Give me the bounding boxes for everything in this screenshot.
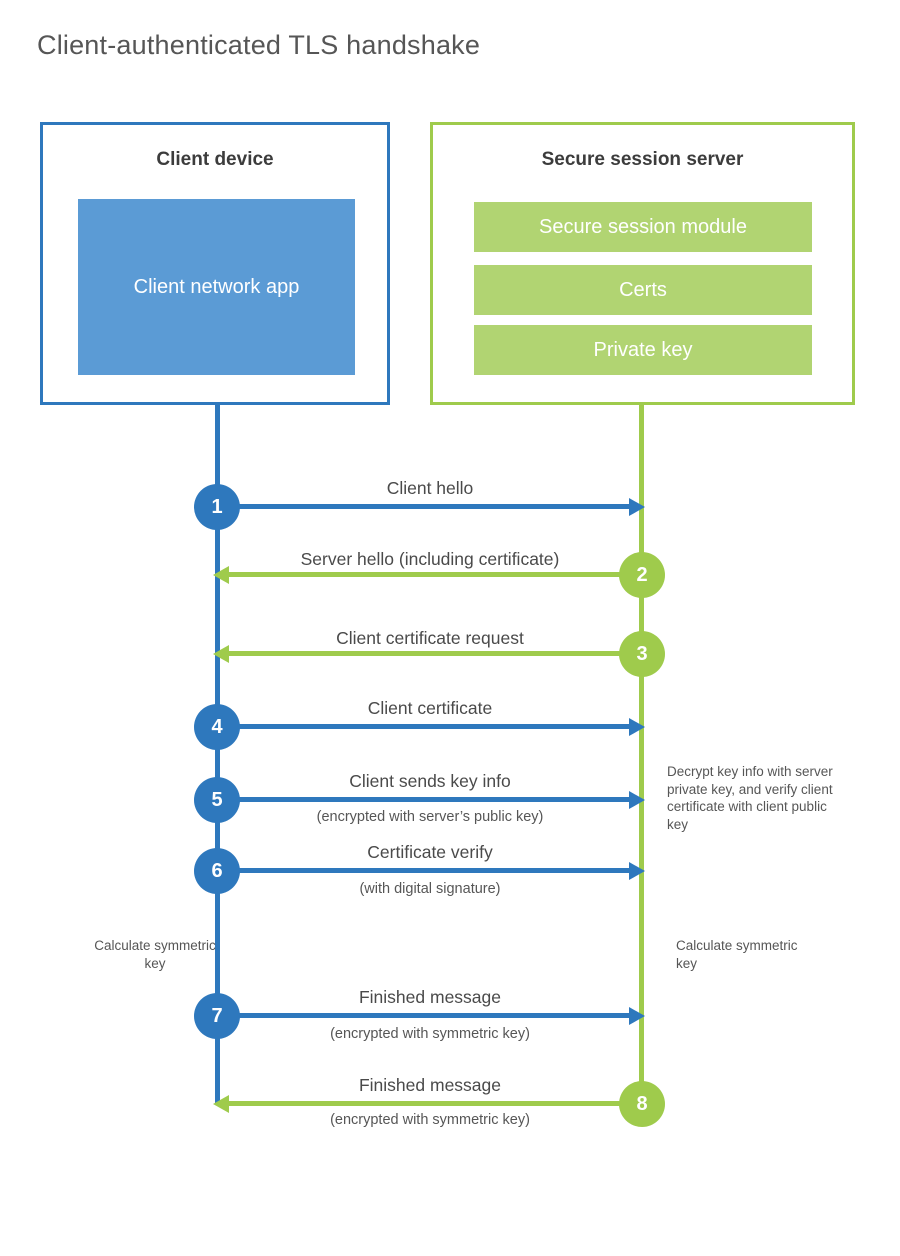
message-label: Client certificate request bbox=[336, 628, 524, 648]
server-box: Secure session server Secure session mod… bbox=[430, 122, 855, 405]
step-number: 4 bbox=[211, 715, 223, 738]
arrowhead-left-icon bbox=[213, 645, 229, 663]
step-circle-6: 6 bbox=[194, 848, 240, 894]
step-circle-5: 5 bbox=[194, 777, 240, 823]
client-network-app-label: Client network app bbox=[133, 276, 300, 298]
arrowhead-right-icon bbox=[629, 718, 645, 736]
message-label: Finished message bbox=[358, 987, 502, 1007]
server-module-secure-session: Secure session module bbox=[474, 202, 812, 252]
arrow-line bbox=[216, 1013, 630, 1018]
step-circle-7: 7 bbox=[194, 993, 240, 1039]
calculate-symmetric-key-note-right: Calculate symmetric key bbox=[676, 938, 798, 971]
arrowhead-right-icon bbox=[629, 498, 645, 516]
arrow-line bbox=[229, 1101, 641, 1106]
step-number: 2 bbox=[636, 563, 648, 586]
arrowhead-right-icon bbox=[629, 1007, 645, 1025]
step-circle-4: 4 bbox=[194, 704, 240, 750]
arrow-line bbox=[229, 651, 641, 656]
server-lifeline bbox=[639, 405, 644, 1104]
message-subtitle: (encrypted with symmetric key) bbox=[330, 1026, 530, 1042]
client-device-title: Client device bbox=[156, 149, 274, 170]
client-network-app-box: Client network app bbox=[78, 199, 355, 375]
step-circle-2: 2 bbox=[619, 552, 665, 598]
step-number: 6 bbox=[211, 859, 223, 882]
message-label: Client certificate bbox=[367, 698, 493, 718]
server-module-certs: Certs bbox=[474, 265, 812, 315]
step-number: 8 bbox=[636, 1092, 648, 1115]
arrow-line bbox=[216, 868, 630, 873]
arrowhead-right-icon bbox=[629, 791, 645, 809]
page-title: Client-authenticated TLS handshake bbox=[37, 30, 481, 60]
arrow-line bbox=[216, 797, 630, 802]
message-subtitle: (encrypted with symmetric key) bbox=[330, 1112, 530, 1128]
arrow-line bbox=[229, 572, 641, 577]
decrypt-note: Decrypt key info with server private key… bbox=[667, 764, 833, 832]
step-number: 7 bbox=[211, 1004, 223, 1027]
client-lifeline bbox=[215, 405, 220, 1104]
arrowhead-right-icon bbox=[629, 862, 645, 880]
arrow-line bbox=[216, 724, 630, 729]
step-circle-1: 1 bbox=[194, 484, 240, 530]
calculate-symmetric-key-note-left: Calculate symmetric key bbox=[94, 938, 216, 971]
client-device-box: Client device Client network app bbox=[40, 122, 390, 405]
step-number: 5 bbox=[211, 788, 223, 811]
server-title: Secure session server bbox=[541, 149, 744, 170]
arrow-line bbox=[216, 504, 630, 509]
message-label: Server hello (including certificate) bbox=[300, 549, 560, 569]
message-subtitle: (encrypted with server’s public key) bbox=[316, 809, 544, 825]
server-module-private-key: Private key bbox=[474, 325, 812, 375]
step-circle-8: 8 bbox=[619, 1081, 665, 1127]
message-label: Finished message bbox=[358, 1075, 502, 1095]
arrowhead-left-icon bbox=[213, 1095, 229, 1113]
message-label: Client sends key info bbox=[349, 771, 511, 791]
message-subtitle: (with digital signature) bbox=[359, 881, 501, 897]
step-number: 3 bbox=[636, 642, 648, 665]
arrowhead-left-icon bbox=[213, 566, 229, 584]
message-label: Client hello bbox=[386, 478, 474, 498]
step-number: 1 bbox=[211, 495, 223, 518]
message-label: Certificate verify bbox=[367, 842, 493, 862]
step-circle-3: 3 bbox=[619, 631, 665, 677]
